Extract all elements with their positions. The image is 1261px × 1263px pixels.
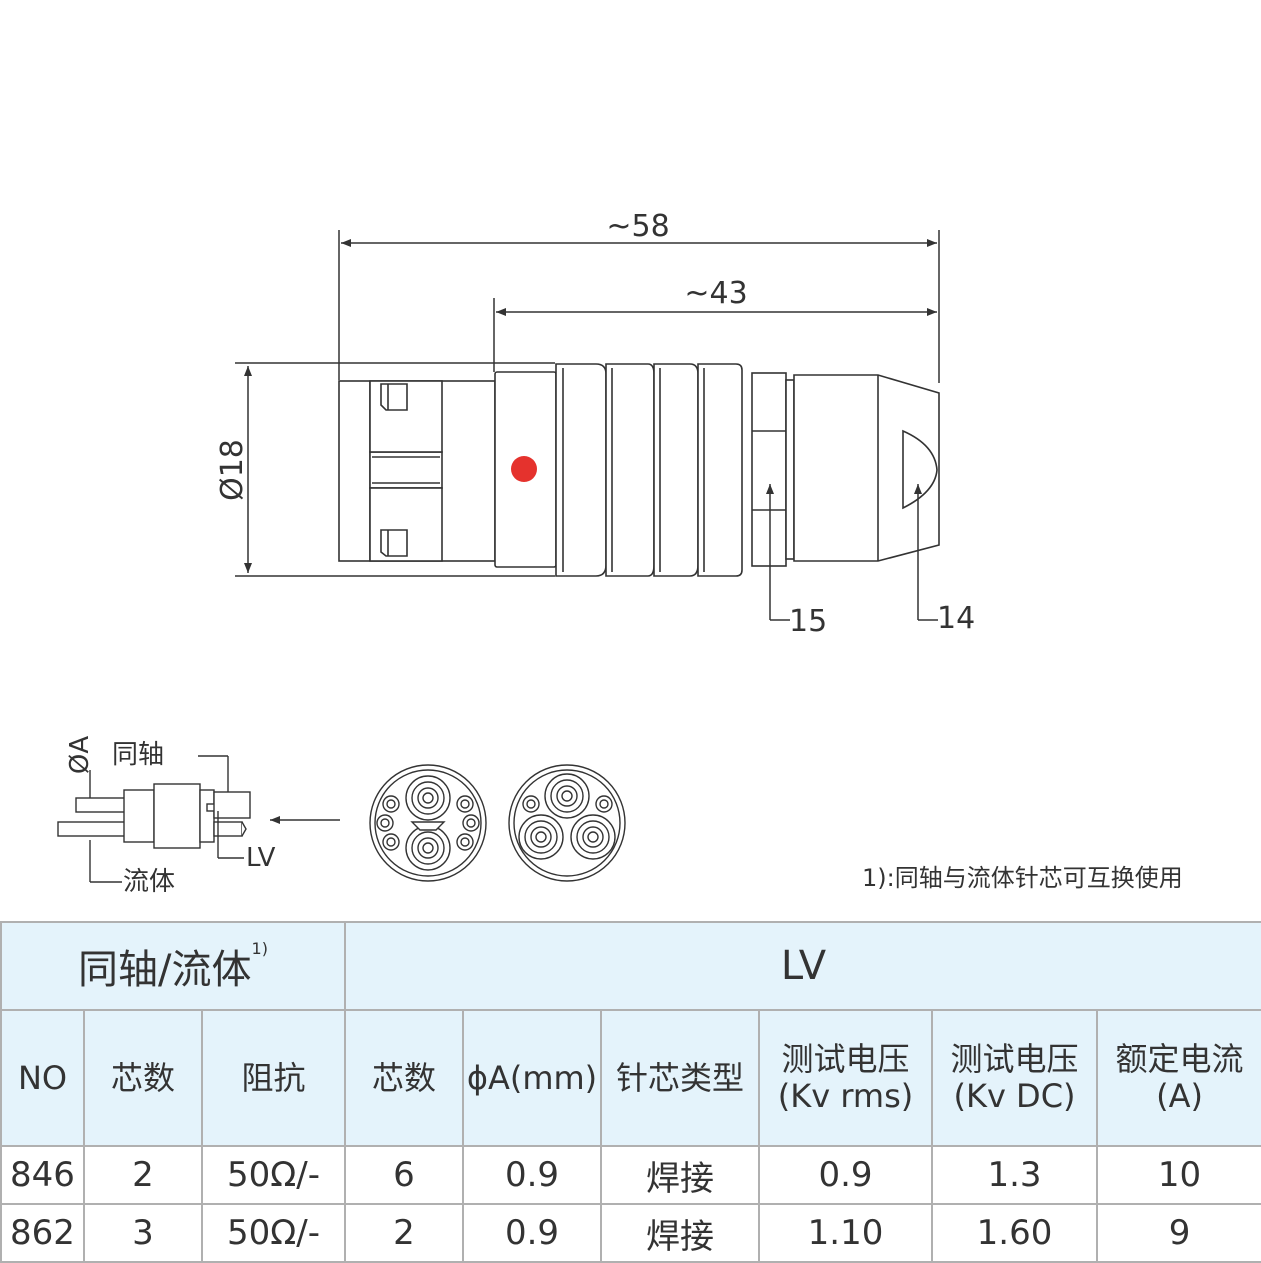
callout-14: 14 [937,601,975,636]
header-cores-right: 芯数 [344,1009,464,1147]
cell-cores-right: 6 [344,1145,464,1205]
cell-test-voltage-dc: 1.3 [931,1145,1098,1205]
dimension-overall-length: ~58 [606,209,669,244]
callout-15: 15 [789,604,827,639]
header-rated-current: 额定电流(A) [1095,1009,1261,1147]
cell-impedance: 50Ω/- [201,1145,346,1205]
table-row: 862 3 50Ω/- 2 0.9 焊接 1.10 1.60 9 [0,1203,1261,1263]
header-test-voltage-dc: 测试电压(Kv DC) [931,1009,1098,1147]
contact-face-view-846 [369,764,487,882]
group-header-coax-fluid: 同轴/流体1) [0,921,346,1011]
cell-cores-right: 2 [344,1203,464,1263]
cell-diameter-a: 0.9 [462,1203,602,1263]
cell-test-voltage-rms: 0.9 [758,1145,933,1205]
table-header-row: NO 芯数 阻抗 芯数 ϕA(mm) 针芯类型 测试电压(Kv rms) 测试电… [0,1009,1261,1147]
cell-rated-current: 10 [1095,1145,1261,1205]
header-no: NO [0,1009,85,1147]
label-coax: 同轴 [112,740,164,770]
cell-impedance: 50Ω/- [201,1203,346,1263]
label-fluid: 流体 [123,867,175,897]
cell-rated-current: 9 [1095,1203,1261,1263]
footnote: 1):同轴与流体针芯可互换使用 [862,864,1183,892]
header-pin-type: 针芯类型 [600,1009,760,1147]
group-header-lv: LV [343,921,1261,1011]
cell-pin-type: 焊接 [600,1145,760,1205]
contact-detail-view [57,783,251,849]
table-row: 846 2 50Ω/- 6 0.9 焊接 0.9 1.3 10 [0,1145,1261,1205]
cell-no: 846 [0,1145,85,1205]
cell-test-voltage-rms: 1.10 [758,1203,933,1263]
connector-side-view [338,363,940,577]
contact-detail-leaders [89,755,340,883]
table-group-header-row: 同轴/流体1) LV [0,921,1261,1011]
callout-leaders [766,484,938,621]
indicator-red-dot [511,456,537,482]
header-test-voltage-rms: 测试电压(Kv rms) [758,1009,933,1147]
cell-no: 862 [0,1203,85,1263]
dimension-body-length: ~43 [684,276,747,311]
connector-technical-drawing: ~58 ~43 Ø18 [57,209,975,897]
dimension-lines [235,230,940,577]
cell-pin-type: 焊接 [600,1203,760,1263]
cell-cores-left: 2 [83,1145,203,1205]
cell-diameter-a: 0.9 [462,1145,602,1205]
label-diameter-a: ØA [65,736,95,774]
contact-face-view-862 [508,764,626,882]
spec-table: 同轴/流体1) LV NO 芯数 阻抗 芯数 ϕA(mm) 针芯类型 测试电压(… [0,921,1261,1263]
header-impedance: 阻抗 [201,1009,346,1147]
header-diameter-a: ϕA(mm) [462,1009,602,1147]
dimension-diameter: Ø18 [215,439,250,501]
header-cores-left: 芯数 [83,1009,203,1147]
label-lv: LV [246,843,276,873]
cell-test-voltage-dc: 1.60 [931,1203,1098,1263]
cell-cores-left: 3 [83,1203,203,1263]
